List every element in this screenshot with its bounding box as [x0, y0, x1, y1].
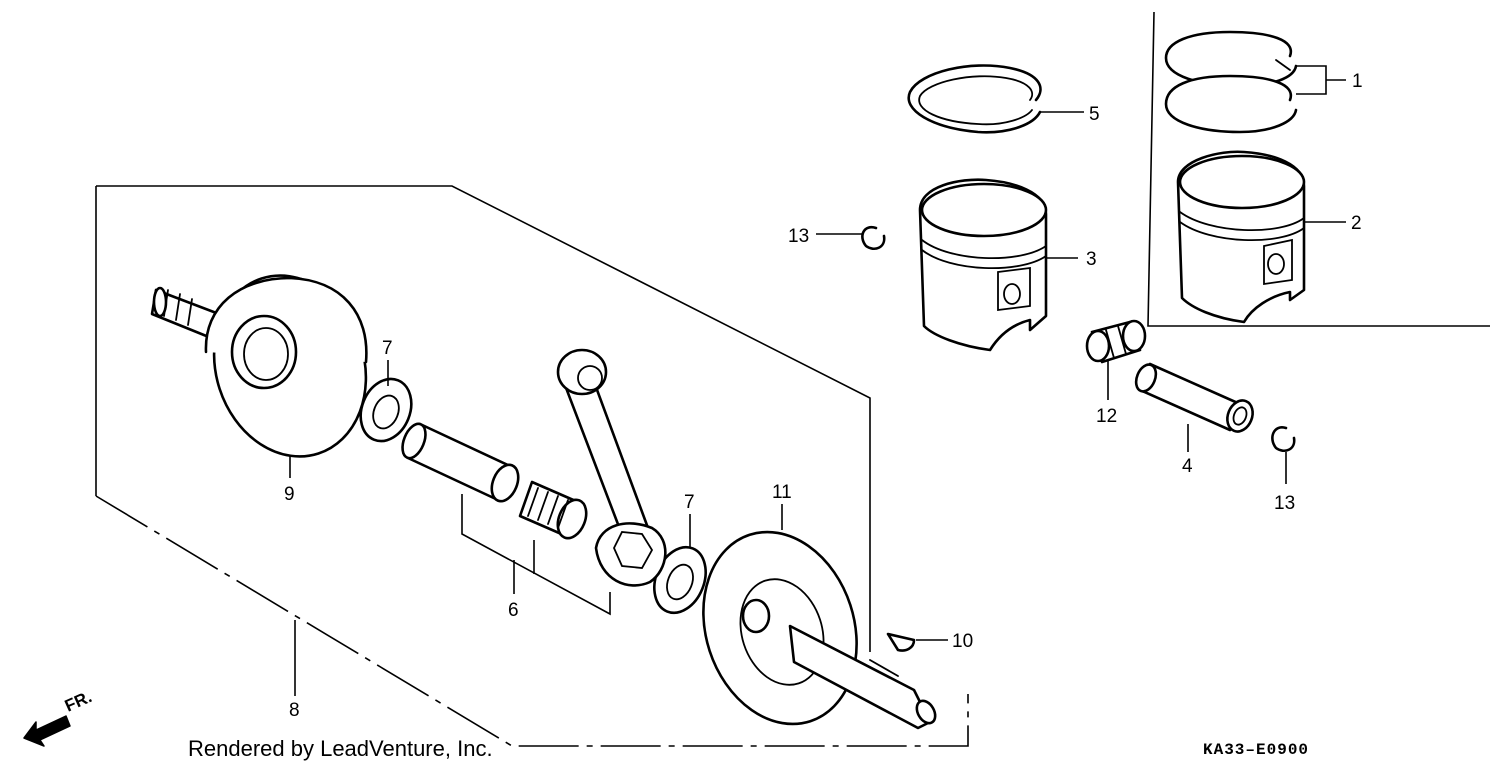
- crank-left-half: [150, 274, 368, 458]
- callout-2: 2: [1351, 213, 1362, 234]
- render-credit: Rendered by LeadVenture, Inc.: [188, 736, 493, 761]
- callout-4: 4: [1182, 456, 1193, 477]
- front-indicator: FR.: [23, 687, 95, 747]
- piston-ring: [907, 64, 1042, 134]
- piston-kit-outline: [1147, 11, 1490, 327]
- callout-1: 1: [1352, 71, 1363, 92]
- crank-right-half: [702, 530, 937, 730]
- callout-5: 5: [1089, 104, 1100, 125]
- connecting-rod: [556, 348, 667, 587]
- callout-12: 12: [1096, 406, 1117, 427]
- arrow-front-icon: [23, 715, 71, 747]
- piston-pin: [1134, 362, 1254, 433]
- piston-pin-clip-right: [1271, 426, 1296, 452]
- callout-labels: 1 2 3 4 5 6 7 7 8 9 10 11 12 13 13: [284, 71, 1363, 721]
- crank-pin: [401, 422, 520, 503]
- callout-7-right: 7: [684, 492, 695, 513]
- needle-bearing-small-end: [1085, 319, 1147, 364]
- callout-11: 11: [772, 482, 792, 503]
- piston: [918, 178, 1048, 352]
- callout-13-right: 13: [1274, 493, 1295, 514]
- piston-ring-set: [1164, 30, 1298, 134]
- callout-3: 3: [1086, 249, 1097, 270]
- thrust-washer-left: [359, 377, 413, 443]
- woodruff-key: [886, 632, 916, 652]
- diagram-code: KA33–E0900: [1203, 741, 1310, 759]
- callout-10: 10: [952, 631, 973, 652]
- piston-oversize: [1176, 150, 1306, 324]
- callout-6: 6: [508, 600, 519, 621]
- needle-bearing-big-end: [518, 480, 588, 540]
- callout-7-left: 7: [382, 338, 393, 359]
- callout-8: 8: [289, 700, 300, 721]
- callout-9: 9: [284, 484, 295, 505]
- front-label: FR.: [62, 687, 95, 715]
- crankshaft-assembly-outline: [95, 185, 969, 747]
- callout-13-left: 13: [788, 226, 809, 247]
- piston-pin-clip-left: [861, 225, 886, 250]
- leader-lines: [289, 65, 1346, 641]
